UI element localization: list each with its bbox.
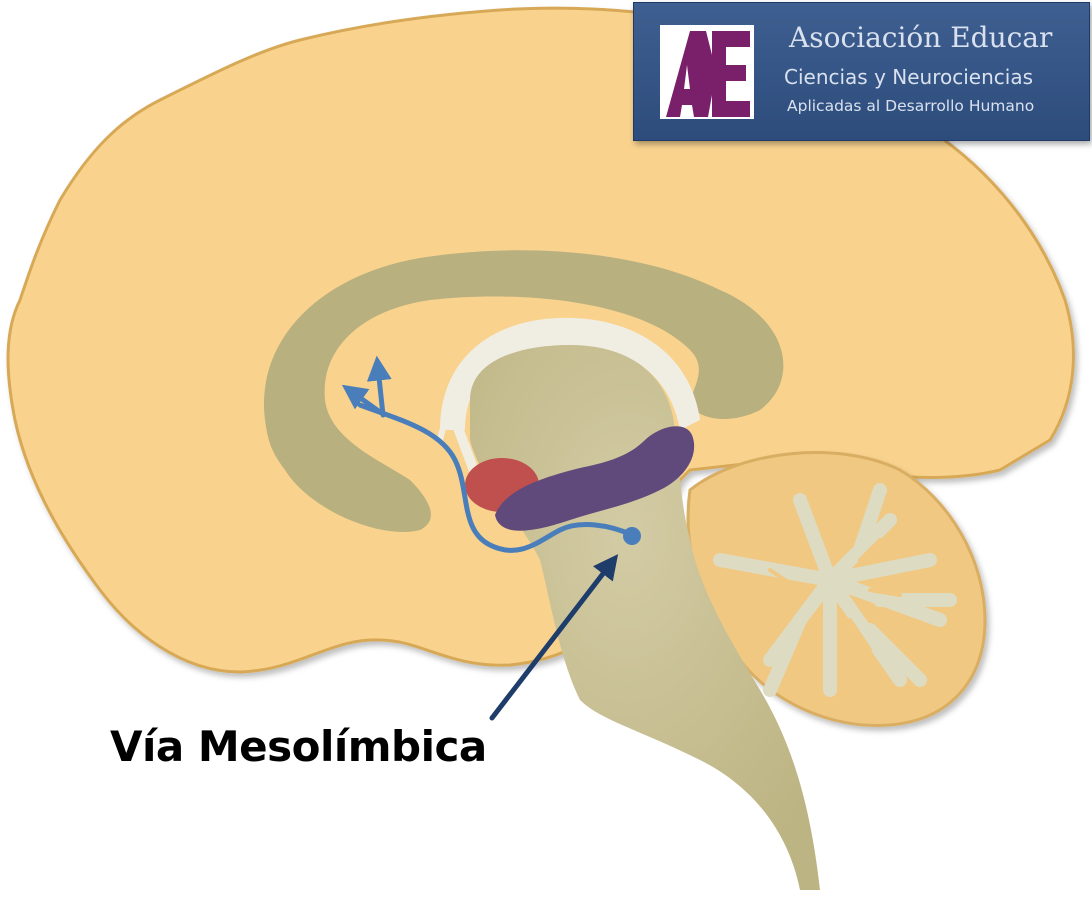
- pathway-label: Vía Mesolímbica: [110, 722, 487, 771]
- logo-subtitle-line1: Ciencias y Neurociencias: [784, 65, 1034, 89]
- ae-logo-mark: [660, 25, 754, 119]
- pointer-arrow: [489, 554, 619, 721]
- mesolimbic-pathway: [357, 402, 635, 553]
- ventral-tegmental-area-dot: [623, 527, 641, 545]
- logo-banner: Asociación Educar Ciencias y Neurocienci…: [633, 2, 1090, 141]
- pathway-branch-left: [341, 384, 383, 415]
- pathway-branch-up: [366, 355, 392, 418]
- fornix-column-2: [437, 417, 448, 443]
- logo-title: Asociación Educar: [789, 21, 1053, 54]
- hippocampus: [495, 426, 695, 531]
- corpus-callosum: [263, 250, 784, 532]
- fornix: [440, 317, 700, 430]
- cerebellum-white-matter-detail: [768, 538, 902, 662]
- cerebellum-white-matter: [713, 483, 957, 697]
- logo-subtitle-line2: Aplicadas al Desarrollo Humano: [787, 97, 1035, 115]
